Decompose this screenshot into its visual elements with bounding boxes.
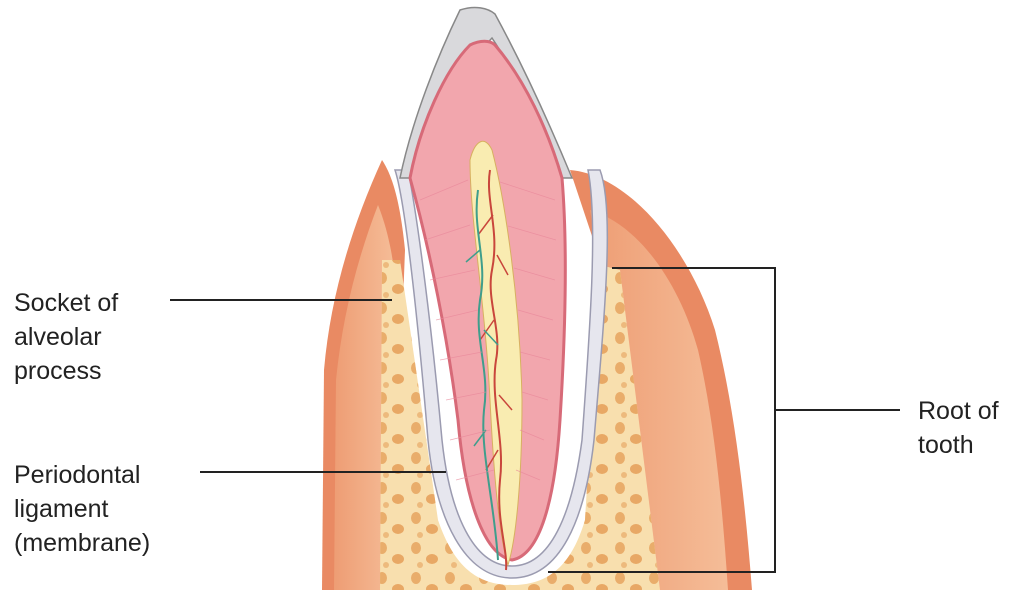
label-periodontal-ligament: Periodontal ligament (membrane) [14, 458, 150, 560]
label-root-line-2: tooth [918, 428, 999, 462]
label-socket-of-alveolar-process: Socket of alveolar process [14, 286, 118, 388]
label-ligament-line-1: Periodontal [14, 458, 150, 492]
label-root-line-1: Root of [918, 394, 999, 428]
label-root-of-tooth: Root of tooth [918, 394, 999, 462]
label-socket-line-2: alveolar [14, 320, 118, 354]
label-socket-line-1: Socket of [14, 286, 118, 320]
label-ligament-line-3: (membrane) [14, 526, 150, 560]
label-ligament-line-2: ligament [14, 492, 150, 526]
label-socket-line-3: process [14, 354, 118, 388]
